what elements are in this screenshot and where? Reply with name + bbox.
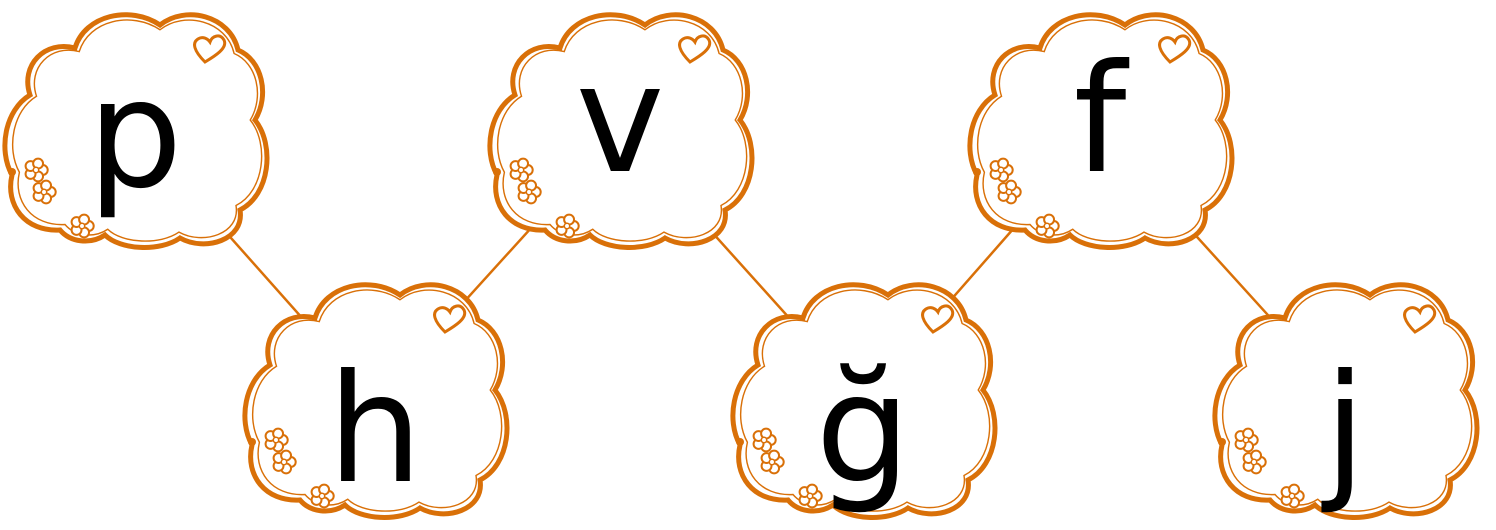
flower-icon (798, 483, 823, 509)
cloud-letter: p (87, 48, 183, 222)
cloud-inner-outline (497, 19, 748, 242)
heart-icon (1158, 34, 1192, 64)
flower-icon (264, 427, 289, 453)
cloud-shape (967, 12, 1235, 250)
flower-icon (70, 213, 95, 239)
cloud-letter: h (327, 343, 423, 517)
cloud-outline (730, 282, 998, 520)
flower-icon (1242, 449, 1267, 475)
cloud-outline (242, 282, 510, 520)
cloud-shape (487, 12, 755, 250)
cloud-node-f: f (965, 0, 1235, 260)
flower-icon (1234, 427, 1259, 453)
heart-icon (921, 304, 955, 334)
cloud-outline (2, 12, 270, 250)
cloud-inner-outline (977, 19, 1228, 242)
cloud-inner-outline (12, 19, 263, 242)
flower-icon (760, 449, 785, 475)
cloud-node-h: h (240, 270, 510, 530)
heart-icon (433, 304, 467, 334)
flower-icon (517, 179, 542, 205)
flower-icon (997, 179, 1022, 205)
cloud-shape (2, 12, 270, 250)
flower-icon (310, 483, 335, 509)
dot-icon (248, 438, 256, 446)
cloud-shape (730, 282, 998, 520)
cloud-node-v: v (485, 0, 755, 260)
cloud-outline (1212, 282, 1480, 520)
dot-icon (973, 168, 981, 176)
cloud-letter: j (1324, 343, 1366, 517)
dot-icon (493, 168, 501, 176)
flower-icon (509, 157, 534, 183)
cloud-inner-outline (1222, 289, 1473, 512)
cloud-node-g-breve: ğ (728, 270, 998, 530)
flower-icon (1035, 213, 1060, 239)
cloud-letter: f (1073, 33, 1127, 207)
cloud-shape (1212, 282, 1480, 520)
cloud-letter: v (575, 33, 665, 207)
flower-icon (752, 427, 777, 453)
cloud-outline (967, 12, 1235, 250)
dot-icon (736, 438, 744, 446)
flower-icon (555, 213, 580, 239)
heart-icon (678, 34, 712, 64)
cloud-node-p: p (0, 0, 270, 260)
flower-icon (32, 179, 57, 205)
dot-icon (1218, 438, 1226, 446)
heart-icon (1403, 304, 1437, 334)
cloud-letter: ğ (815, 343, 911, 517)
cloud-inner-outline (252, 289, 503, 512)
flower-icon (989, 157, 1014, 183)
cloud-inner-outline (740, 289, 991, 512)
flower-icon (24, 157, 49, 183)
cloud-node-j: j (1210, 270, 1480, 530)
dot-icon (8, 168, 16, 176)
cloud-shape (242, 282, 510, 520)
heart-icon (193, 34, 227, 64)
flower-icon (1280, 483, 1305, 509)
flower-icon (272, 449, 297, 475)
cloud-outline (487, 12, 755, 250)
